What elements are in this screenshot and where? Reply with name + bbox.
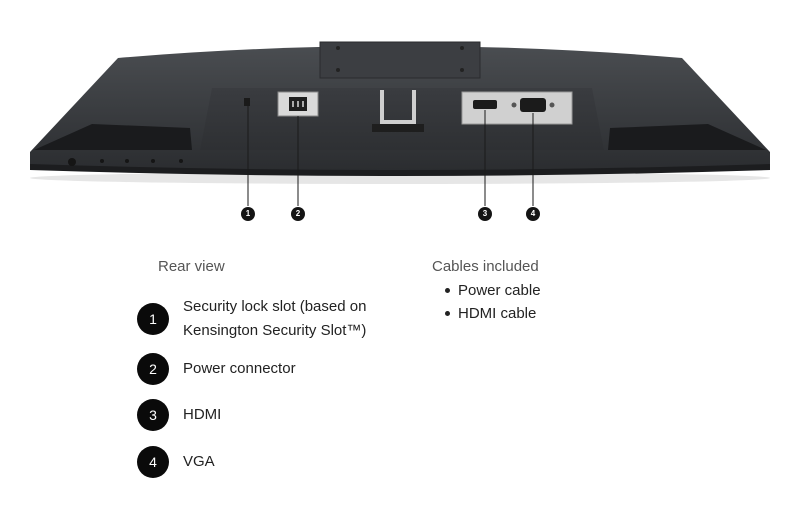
legend-label-line: Kensington Security Slot™): [183, 322, 367, 339]
legend-label: Security lock slot (based on Kensington …: [183, 295, 366, 343]
cable-name: Power cable: [458, 282, 541, 299]
legend-label-line: Security lock slot (based on: [183, 298, 367, 315]
legend-item-hdmi: 3 HDMI: [137, 399, 221, 431]
callout-marker-3: 3: [478, 207, 492, 221]
vesa-mount-plate: [319, 41, 481, 79]
legend-item-power-connector: 2 Power connector: [137, 353, 296, 385]
cables-included-heading: Cables included: [432, 258, 539, 275]
legend-number-badge: 2: [137, 353, 169, 385]
left-vent: [34, 124, 192, 150]
legend-item-security-lock: 1 Security lock slot (based on Kensingto…: [137, 295, 366, 343]
legend-label: HDMI: [183, 403, 221, 427]
legend-item-vga: 4 VGA: [137, 446, 215, 478]
legend-label: VGA: [183, 450, 215, 474]
control-buttons: [68, 158, 183, 166]
legend-number-badge: 3: [137, 399, 169, 431]
rear-view-heading: Rear view: [158, 258, 225, 275]
bullet-icon: [445, 288, 450, 293]
hdmi-port: [473, 100, 497, 109]
legend-label-line: Power connector: [183, 360, 296, 377]
monitor-rear-illustration: [30, 41, 770, 206]
legend-label-line: VGA: [183, 453, 215, 470]
callout-marker-2: 2: [291, 207, 305, 221]
cable-list-item: Power cable: [445, 279, 541, 302]
legend-number-badge: 4: [137, 446, 169, 478]
vga-port: [520, 98, 546, 112]
legend-label: Power connector: [183, 357, 296, 381]
cable-list-item: HDMI cable: [445, 302, 541, 325]
callout-marker-4: 4: [526, 207, 540, 221]
security-lock-slot: [244, 98, 250, 106]
legend-number-badge: 1: [137, 303, 169, 335]
cable-management-clip: [380, 90, 416, 126]
cable-name: HDMI cable: [458, 305, 537, 322]
right-vent: [608, 124, 766, 150]
callout-marker-1: 1: [241, 207, 255, 221]
bullet-icon: [445, 311, 450, 316]
cables-included-list: Power cable HDMI cable: [445, 279, 541, 325]
legend-label-line: HDMI: [183, 406, 222, 423]
